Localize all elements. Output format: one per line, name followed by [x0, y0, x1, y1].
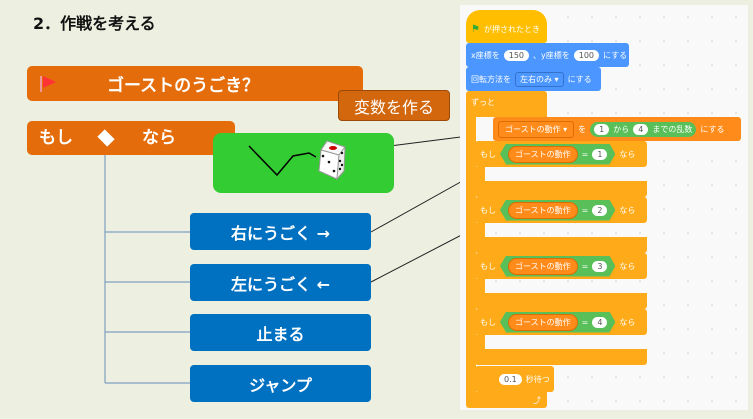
- green-flag-icon: ⚑: [471, 24, 480, 35]
- condition-diamond-icon: [97, 129, 115, 147]
- action-jump: ジャンプ: [190, 365, 371, 402]
- equals-condition[interactable]: ゴーストの動作=4: [500, 312, 615, 333]
- action-move-left: 左にうごく ←: [190, 264, 371, 301]
- variable-dropdown[interactable]: ゴーストの動作 ▾: [498, 120, 575, 138]
- value-input[interactable]: 3: [592, 261, 607, 272]
- x-input[interactable]: 150: [503, 49, 530, 61]
- equals-condition[interactable]: ゴーストの動作=3: [500, 256, 615, 277]
- when-flag-clicked-block[interactable]: ⚑が押されたとき: [466, 10, 547, 43]
- value-input[interactable]: 1: [592, 149, 607, 160]
- value-input[interactable]: 2: [592, 205, 607, 216]
- random-from-input[interactable]: 1: [594, 123, 610, 135]
- y-input[interactable]: 100: [573, 49, 600, 61]
- event-block-ghost-move: ゴーストのうごき？: [27, 66, 363, 101]
- equals-condition[interactable]: ゴーストの動作=1: [500, 144, 615, 165]
- random-dice-box: [213, 133, 394, 193]
- rotation-style-block[interactable]: 回転方法を左右のみ ▾ にする: [466, 67, 601, 91]
- callout-make-variable: 変数を作る: [338, 90, 450, 121]
- if-label: もし: [39, 128, 73, 148]
- action-stop: 止まる: [190, 314, 371, 351]
- forever-block[interactable]: ずっと: [466, 91, 547, 117]
- loop-arrow-icon: ⤴: [466, 392, 547, 408]
- flag-icon: [40, 76, 56, 92]
- page-title: 2．作戦を考える: [33, 14, 156, 33]
- event-label: ゴーストのうごき？: [107, 76, 260, 96]
- dice-icon: [248, 140, 346, 181]
- forever-arm: [466, 117, 476, 392]
- wait-input[interactable]: 0.1: [499, 373, 522, 385]
- action-move-right: 右にうごく →: [190, 213, 371, 250]
- then-label: なら: [142, 128, 176, 148]
- value-input[interactable]: 4: [592, 317, 607, 328]
- random-to-input[interactable]: 4: [633, 123, 649, 135]
- if-block: もし なら: [27, 121, 235, 155]
- equals-condition[interactable]: ゴーストの動作=2: [500, 200, 615, 221]
- rotation-dropdown[interactable]: 左右のみ ▾: [515, 71, 564, 87]
